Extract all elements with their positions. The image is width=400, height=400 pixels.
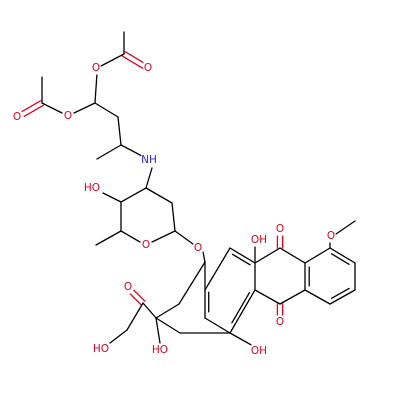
bond-ringC-1 xyxy=(254,247,281,264)
atom-o-acetyl-left-ester: O xyxy=(63,109,73,123)
bond-carbonyl-left xyxy=(21,100,42,113)
bond-ringA-4 xyxy=(155,317,181,334)
bond-ringC-2 xyxy=(279,247,306,264)
bond-tertiary-oh xyxy=(155,317,161,344)
bond-sugar-ring-o-1 xyxy=(120,230,141,243)
bond-ester-left xyxy=(73,102,96,114)
atom-label-text: O xyxy=(142,239,150,251)
bond-glycosidic-2 xyxy=(202,251,206,263)
bond-ringD-2 xyxy=(329,247,356,264)
atom-o-methoxy: O xyxy=(326,229,336,243)
bond-chain-1 xyxy=(94,102,119,118)
bond-ringD-1 xyxy=(304,247,331,264)
bond-carbonyl-left xyxy=(23,104,44,117)
bond-side-ketone-co xyxy=(133,289,146,302)
bond-ringC-4 xyxy=(279,289,306,305)
bond-side-ketone-co xyxy=(129,293,142,306)
bond-side-ch2 xyxy=(126,302,144,331)
atom-label-text: HO xyxy=(152,344,168,356)
bond-ringA-6 xyxy=(204,247,231,291)
atom-label-text: HO xyxy=(93,343,109,355)
bond-ringA-3 xyxy=(155,303,180,319)
atom-o-sugar-hydroxyl: HO xyxy=(84,181,100,195)
bond-ringB-3 xyxy=(229,289,256,334)
atom-o-tertiary-hydroxyl: HO xyxy=(152,343,168,357)
atom-label-text: O xyxy=(124,281,132,293)
bond-chain-methyl xyxy=(96,144,122,160)
atom-n-amine: NH xyxy=(141,153,157,167)
atom-label-text: NH xyxy=(141,154,157,166)
atom-o-phenol-top: OH xyxy=(251,233,267,247)
bond-phenol-bottom xyxy=(229,332,256,348)
bond-ringA-2 xyxy=(178,261,206,305)
bond-sugar-4 xyxy=(145,187,173,204)
bond-side-ketone-1 xyxy=(142,302,157,319)
atom-label-text: OH xyxy=(251,345,267,357)
bond-sugar-hydroxyl xyxy=(102,192,122,203)
bond-carbonyl-top xyxy=(122,55,144,69)
bond-ringD-4 xyxy=(329,289,356,305)
atom-o-acetyl-left-carbonyl: O xyxy=(12,110,22,124)
atom-label-text: O xyxy=(276,223,284,235)
bond-lines xyxy=(21,31,356,348)
bond-ringB-1 xyxy=(229,247,256,264)
atom-label-text: O xyxy=(144,62,152,74)
bond-ringB-inner-2 xyxy=(231,292,251,324)
atom-o-quinone-bottom: O xyxy=(275,315,285,329)
bond-carbonyl-top xyxy=(124,51,146,65)
atom-o-primary-hydroxyl: HO xyxy=(93,342,109,356)
atom-label-text: OH xyxy=(251,234,267,246)
atom-label-text: O xyxy=(13,111,21,123)
atom-label-text: O xyxy=(276,316,284,328)
bond-sugar-3 xyxy=(171,202,176,232)
atom-label-text: HO xyxy=(84,182,100,194)
atom-o-acetyl-top-carbonyl: O xyxy=(143,61,153,75)
bond-ringD-inner-1 xyxy=(330,253,350,265)
bond-ringD-inner-2 xyxy=(330,287,350,299)
bond-sugar-ring-o-2 xyxy=(151,230,176,243)
bond-methoxy-2 xyxy=(335,220,356,235)
bond-ringB-inner-1 xyxy=(231,253,251,266)
atom-o-acetyl-top-ester: O xyxy=(91,61,101,75)
bond-sugar-methyl xyxy=(95,230,122,246)
atom-o-quinone-top: O xyxy=(275,222,285,236)
bond-glycosidic-1 xyxy=(174,230,194,245)
bond-ester-left-2 xyxy=(41,102,63,114)
atom-o-ketone-side: O xyxy=(123,280,133,294)
bond-ringD-5 xyxy=(304,289,331,305)
bond-ester-top xyxy=(100,53,125,67)
bond-chain-2 xyxy=(117,116,122,146)
atom-o-sugar-ring: O xyxy=(141,238,151,252)
bond-chain-amine xyxy=(120,144,143,157)
atom-o-phenol-bottom: OH xyxy=(251,344,267,358)
bond-side-oh xyxy=(109,329,128,344)
atom-label-text: O xyxy=(64,110,72,122)
bond-ringC-5 xyxy=(254,289,281,305)
atom-o-glycosidic: O xyxy=(193,241,203,255)
atom-label-text: O xyxy=(194,242,202,254)
bond-amine-sugar xyxy=(145,167,153,189)
bond-ester-top-2 xyxy=(94,72,98,104)
atom-label-text: O xyxy=(92,62,100,74)
atom-label-text: O xyxy=(327,230,335,242)
bond-ringB-4 xyxy=(204,317,231,334)
bond-sugar-1 xyxy=(120,187,147,203)
